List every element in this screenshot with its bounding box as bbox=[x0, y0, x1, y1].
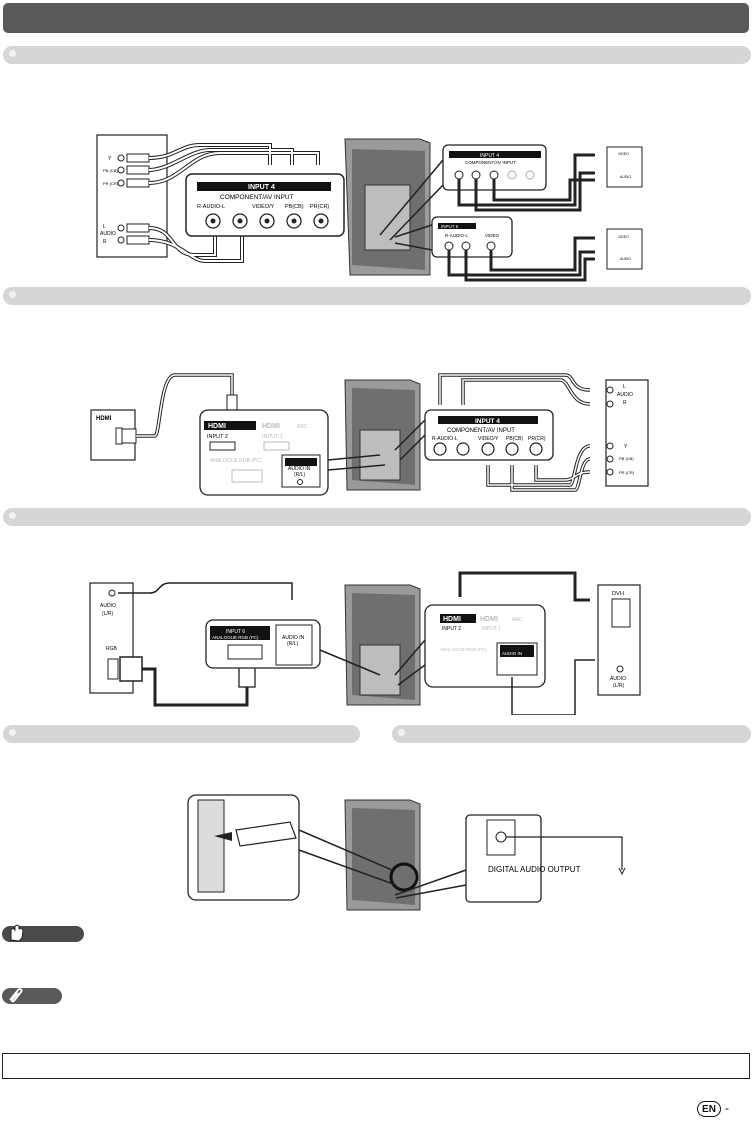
svg-text:AUDIO IN: AUDIO IN bbox=[282, 635, 305, 641]
svg-text:VIDEO: VIDEO bbox=[618, 152, 629, 156]
svg-text:R-AUDIO-L: R-AUDIO-L bbox=[445, 233, 468, 238]
section-bar-digital-audio bbox=[392, 725, 751, 743]
svg-text:VIDEO/Y: VIDEO/Y bbox=[252, 204, 275, 210]
svg-text:INPUT 4: INPUT 4 bbox=[475, 418, 500, 425]
svg-text:INPUT 2: INPUT 2 bbox=[442, 626, 461, 632]
svg-text:VIDEO: VIDEO bbox=[618, 235, 629, 239]
svg-text:AUDIO: AUDIO bbox=[100, 603, 116, 609]
svg-text:ARC: ARC bbox=[297, 424, 308, 430]
svg-text:DIGITAL AUDIO OUTPUT: DIGITAL AUDIO OUTPUT bbox=[488, 865, 581, 874]
svg-text:ANALOGUE RGB (PC): ANALOGUE RGB (PC) bbox=[440, 647, 487, 652]
svg-text:INPUT 1: INPUT 1 bbox=[262, 434, 283, 440]
svg-text:Y: Y bbox=[624, 444, 628, 450]
svg-text:R-AUDIO-L: R-AUDIO-L bbox=[432, 436, 458, 442]
page-title-bar bbox=[3, 3, 749, 33]
svg-text:INPUT 4: INPUT 4 bbox=[248, 184, 275, 191]
component-av-connection-diagram: Y PB (CB) PR (CR) L AUDIO R INPUT 4 COMP… bbox=[96, 134, 643, 282]
svg-text:AUDIO: AUDIO bbox=[620, 257, 631, 261]
svg-text:PR(CR): PR(CR) bbox=[528, 436, 546, 442]
page-number-dash: - bbox=[725, 1101, 729, 1115]
section-bar-component-av bbox=[3, 46, 751, 64]
svg-text:DVI-I: DVI-I bbox=[612, 591, 625, 597]
section-bar-hdmi bbox=[3, 287, 751, 305]
svg-text:PB(CB): PB(CB) bbox=[285, 204, 304, 210]
svg-text:HDMI: HDMI bbox=[208, 423, 226, 430]
svg-text:AUDIO: AUDIO bbox=[617, 392, 633, 398]
caution-hand-icon bbox=[10, 924, 24, 942]
svg-text:PR (CR): PR (CR) bbox=[103, 181, 119, 186]
usb-digital-audio-diagram: DIGITAL AUDIO OUTPUT bbox=[187, 794, 626, 911]
svg-text:L: L bbox=[103, 224, 106, 230]
svg-text:(R/L): (R/L) bbox=[294, 472, 305, 478]
svg-text:R: R bbox=[623, 400, 627, 406]
svg-text:R-AUDIO-L: R-AUDIO-L bbox=[197, 204, 225, 210]
section-bar-pc bbox=[3, 508, 751, 526]
svg-text:AUDIO: AUDIO bbox=[620, 175, 631, 179]
svg-text:HDMI: HDMI bbox=[262, 423, 280, 430]
svg-text:(L/R): (L/R) bbox=[102, 611, 113, 617]
svg-text:COMPONENT/AV INPUT: COMPONENT/AV INPUT bbox=[447, 428, 515, 434]
svg-text:COMPONENT/AV INPUT: COMPONENT/AV INPUT bbox=[220, 194, 294, 201]
svg-text:HDMI: HDMI bbox=[443, 616, 461, 623]
svg-text:PR(CR): PR(CR) bbox=[310, 204, 329, 210]
svg-text:COMPONENT/AV INPUT: COMPONENT/AV INPUT bbox=[465, 160, 516, 165]
svg-text:(L/R): (L/R) bbox=[613, 683, 624, 689]
svg-text:INPUT 4: INPUT 4 bbox=[480, 153, 499, 159]
svg-text:INPUT 1: INPUT 1 bbox=[482, 626, 501, 632]
svg-text:PB (CB): PB (CB) bbox=[619, 456, 634, 461]
svg-text:PB(CB): PB(CB) bbox=[506, 436, 523, 442]
svg-text:ARC: ARC bbox=[512, 617, 523, 623]
svg-text:AUDIO IN: AUDIO IN bbox=[502, 651, 522, 656]
svg-text:PR (CR): PR (CR) bbox=[619, 470, 635, 475]
svg-text:VIDEO/Y: VIDEO/Y bbox=[478, 436, 499, 442]
svg-text:AUDIO IN: AUDIO IN bbox=[288, 466, 311, 472]
hdmi-connection-diagram: HDMI HDMI HDMI ARC INPUT 2 INPUT 1 ANALO… bbox=[90, 373, 649, 496]
bottom-note-box bbox=[2, 1053, 750, 1079]
svg-text:AUDIO: AUDIO bbox=[100, 231, 116, 237]
section-bar-usb bbox=[3, 725, 360, 743]
svg-text:(R/L): (R/L) bbox=[287, 641, 298, 647]
svg-text:HDMI: HDMI bbox=[480, 616, 498, 623]
pc-connection-diagram: AUDIO (L/R) RGB INPUT 6 ANALOGUE RGB (PC… bbox=[89, 571, 641, 715]
svg-text:AUDIO: AUDIO bbox=[610, 676, 626, 682]
svg-text:ANALOGUE RGB (PC): ANALOGUE RGB (PC) bbox=[212, 635, 259, 640]
svg-text:INPUT 2: INPUT 2 bbox=[207, 434, 228, 440]
svg-text:PB (CB): PB (CB) bbox=[103, 168, 118, 173]
svg-text:L: L bbox=[623, 384, 626, 390]
paperclip-icon bbox=[9, 988, 23, 1003]
svg-text:HDMI: HDMI bbox=[96, 416, 112, 422]
svg-text:R: R bbox=[103, 239, 107, 245]
svg-text:VIDEO: VIDEO bbox=[485, 233, 500, 238]
svg-text:Y: Y bbox=[108, 156, 112, 162]
svg-text:RGB: RGB bbox=[106, 646, 118, 652]
svg-text:ANALOGUE RGB (PC): ANALOGUE RGB (PC) bbox=[210, 458, 262, 464]
svg-text:INPUT 6: INPUT 6 bbox=[226, 629, 245, 635]
svg-text:INPUT 5: INPUT 5 bbox=[441, 224, 459, 229]
language-badge: EN bbox=[697, 1101, 721, 1117]
